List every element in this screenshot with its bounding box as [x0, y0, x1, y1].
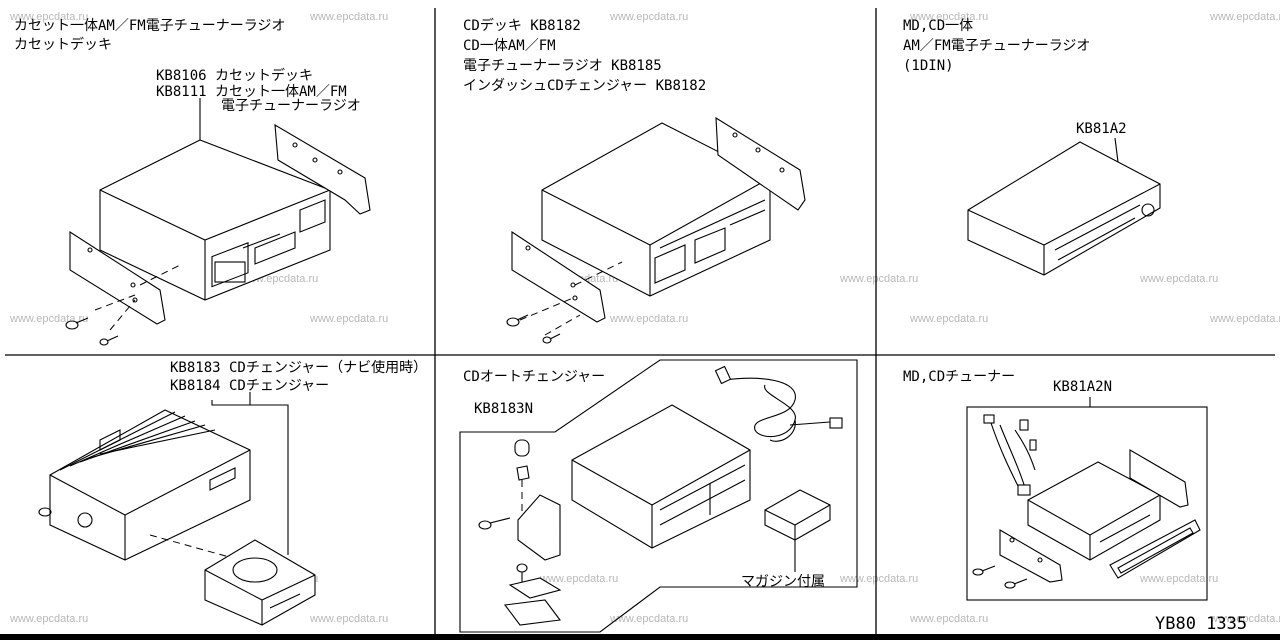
watermark: www.epcdata.ru [609, 313, 688, 325]
part-label: KB8106 カセットデッキ [156, 67, 313, 84]
watermark: www.epcdata.ru [839, 573, 918, 585]
figure-number: YB80 1335 [1155, 614, 1247, 634]
watermark: www.epcdata.ru [609, 613, 688, 625]
cd-autochanger-unit [571, 404, 751, 549]
cd-magazine [204, 539, 316, 626]
mounting-bracket-left [69, 230, 166, 325]
part-label: KB81A2N [1053, 379, 1112, 395]
panel-dividers [0, 8, 1280, 640]
part-label: 電子チューナーラジオ [221, 98, 361, 114]
md-cd-radio-unit [967, 141, 1161, 276]
mounting-hardware [478, 439, 562, 626]
panel-title: CDデッキ KB8182 [463, 17, 581, 34]
cassette-deck-unit [99, 139, 331, 301]
magazine [764, 489, 831, 572]
watermark: www.epcdata.ru [909, 313, 988, 325]
watermark: www.epcdata.ru [909, 11, 988, 23]
watermark: www.epcdata.ru [909, 613, 988, 625]
watermark: www.epcdata.ru [1209, 11, 1280, 23]
face-plate [1109, 519, 1201, 579]
part-label: KB81A2 [1076, 121, 1127, 137]
watermark: www.epcdata.ru [9, 11, 88, 23]
part-label: KB8111 カセット一体AM／FM [156, 84, 347, 100]
panel-title: CDオートチェンジャー [463, 369, 605, 385]
screw [65, 317, 119, 346]
mounting-bracket-right [1129, 449, 1189, 508]
mounting-bracket-right [274, 123, 371, 215]
mounting-bracket-right [715, 116, 806, 211]
cd-changer-unit [38, 409, 251, 561]
watermark: www.epcdata.ru [309, 613, 388, 625]
cable-harness [714, 365, 843, 442]
part-label: KB8183N [474, 401, 533, 417]
watermark: www.epcdata.ru [1139, 573, 1218, 585]
watermark: www.epcdata.ru [309, 313, 388, 325]
panel-subtitle: (1DIN) [903, 58, 954, 74]
watermark: www.epcdata.ru [1209, 613, 1280, 625]
panel-title: MD,CDチューナー [903, 369, 1015, 385]
panel-title: MD,CD一体 [903, 18, 973, 34]
part-label: マガジン付属 [741, 574, 825, 590]
watermark: www.epcdata.ru [9, 613, 88, 625]
panel-md-cd-radio: MD,CD一体 AM／FM電子チューナーラジオ (1DIN) KB81A2 [903, 18, 1161, 276]
panel-subtitle: カセットデッキ [14, 36, 112, 53]
panel-cd-autochanger: CDオートチェンジャー KB8183N マガジン付属 [459, 359, 858, 633]
watermark: www.epcdata.ru [609, 11, 688, 23]
watermark: www.epcdata.ru [1209, 313, 1280, 325]
panel-cd-changer: KB8183 CDチェンジャー（ナビ使用時） KB8184 CDチェンジャー [38, 359, 427, 626]
panel-cd-deck: CDデッキ KB8182 CD一体AM／FM 電子チューナーラジオ KB8185… [463, 17, 806, 344]
panel-subtitle: 電子チューナーラジオ KB8185 [463, 58, 662, 74]
watermark: www.epcdata.ru [539, 573, 618, 585]
panel-md-cd-tuner: MD,CDチューナー KB81A2N [903, 369, 1208, 601]
panel-title: カセット一体AM／FM電子チューナーラジオ [14, 18, 285, 34]
wiring-harness [983, 414, 1037, 496]
panel-subtitle: CD一体AM／FM [463, 38, 556, 54]
watermark: www.epcdata.ru [309, 11, 388, 23]
mounting-bracket-left [511, 230, 606, 323]
panel-subtitle: インダッシュCDチェンジャー KB8182 [463, 78, 706, 94]
watermark: www.epcdata.ru [839, 273, 918, 285]
cd-deck-unit [541, 122, 771, 297]
panel-title: KB8183 CDチェンジャー（ナビ使用時） [170, 359, 427, 376]
panel-cassette-deck: カセット一体AM／FM電子チューナーラジオ カセットデッキ KB8106 カセッ… [14, 18, 371, 346]
md-cd-tuner-unit [1027, 461, 1161, 561]
mounting-bracket-left [999, 529, 1063, 583]
screw [506, 314, 561, 344]
screw [972, 565, 1028, 589]
watermark: www.epcdata.ru [1139, 273, 1218, 285]
panel-subtitle: KB8184 CDチェンジャー [170, 378, 329, 394]
panel-subtitle: AM／FM電子チューナーラジオ [903, 38, 1090, 54]
